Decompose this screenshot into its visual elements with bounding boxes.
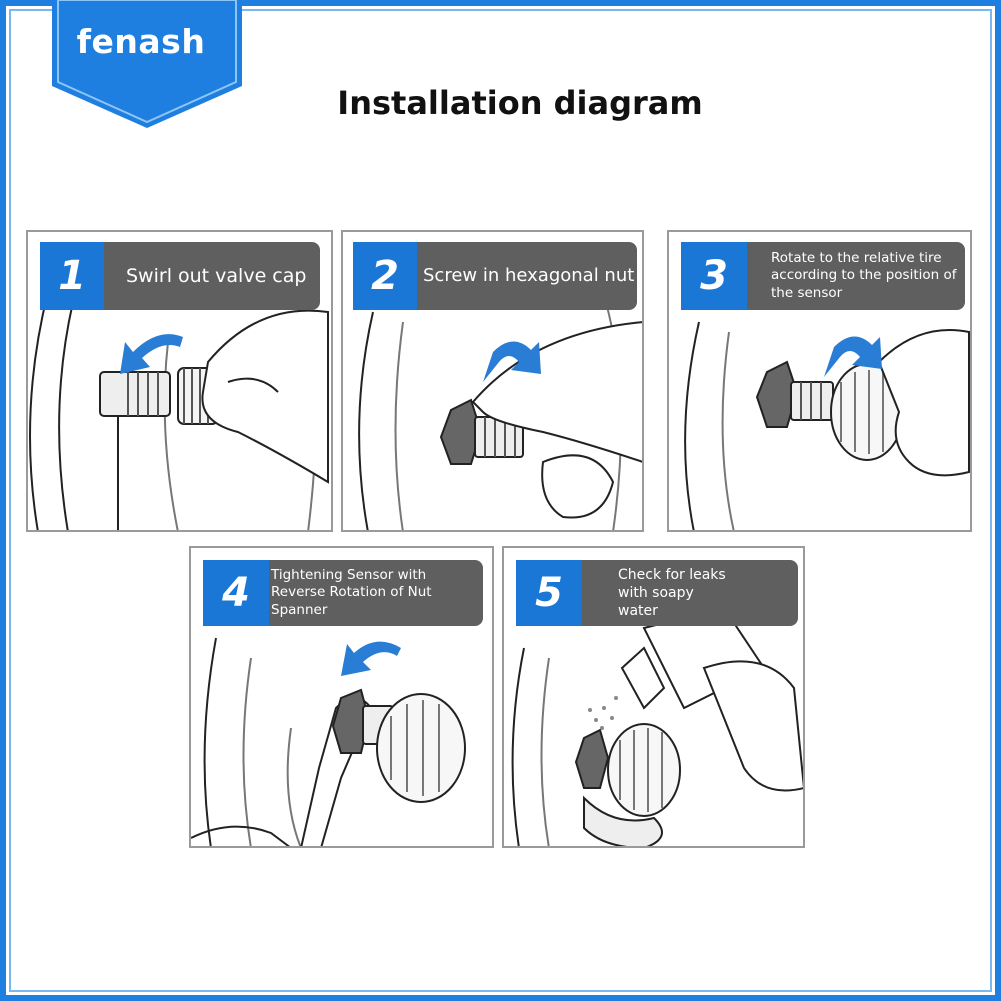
step-panel-2: 2 Screw in hexagonal nut	[341, 230, 644, 532]
step-panel-5: 5 Check for leaks with soapy water	[502, 546, 805, 848]
step-number-5: 5	[516, 560, 582, 626]
page-title: Installation diagram	[337, 84, 703, 122]
step-number-2: 2	[353, 242, 417, 310]
brand-badge: fenash	[52, 0, 242, 128]
arrow-icon	[824, 336, 882, 377]
arrow-icon	[483, 341, 541, 382]
step-4-illustration	[191, 637, 466, 846]
step-number-4: 4	[203, 560, 269, 626]
step-panel-1: 1 Swirl out valve cap	[26, 230, 333, 532]
step-caption-1: Swirl out valve cap	[104, 242, 320, 310]
step-panel-3: 3 Rotate to the relative tire according …	[667, 230, 972, 532]
arrow-icon	[341, 641, 401, 676]
step-number-1: 1	[40, 242, 104, 310]
step-caption-5: Check for leaks with soapy water	[582, 560, 798, 626]
step-number-3: 3	[681, 242, 747, 310]
step-5-illustration	[511, 606, 803, 846]
arrow-icon	[120, 334, 183, 374]
step-panel-4: 4 Tightening Sensor with Reverse Rotatio…	[189, 546, 494, 848]
inner-frame	[9, 9, 992, 992]
brand-name: fenash	[76, 22, 206, 61]
badge-shape	[52, 0, 242, 128]
step-caption-3: Rotate to the relative tire according to…	[747, 242, 965, 310]
step-3-illustration	[684, 321, 970, 530]
step-caption-4: Tightening Sensor with Reverse Rotation …	[269, 560, 483, 626]
step-2-illustration	[358, 291, 642, 530]
step-1-illustration	[29, 271, 329, 530]
step-caption-2: Screw in hexagonal nut	[417, 242, 637, 310]
